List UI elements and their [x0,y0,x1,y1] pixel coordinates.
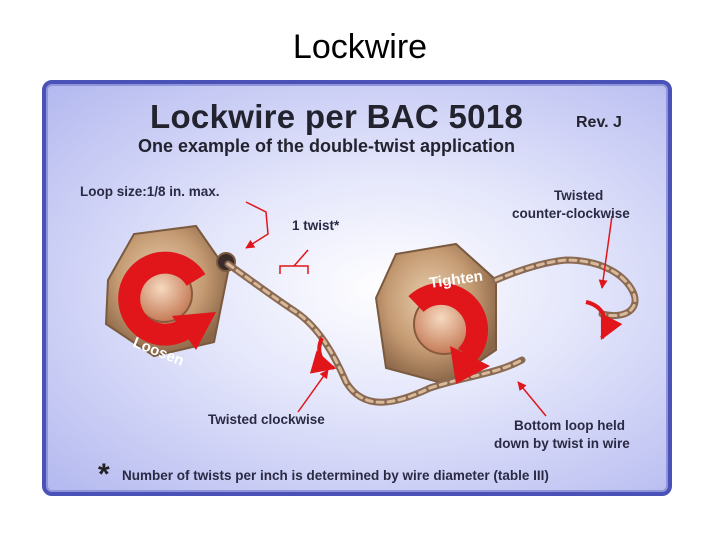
tighten-arrow [408,282,490,384]
twisted-cw-leader [297,369,329,413]
one-twist-label: 1 twist* [292,218,340,233]
lockwire-diagram: Tighten Loosen [104,201,639,417]
bottom-loop-leader [517,381,547,417]
one-twist-bracket [279,265,309,274]
twisted-cw-label: Twisted clockwise [208,412,325,427]
lockwire-figure-panel: Tighten Loosen Lockwire per BAC 5018 Rev… [42,80,672,496]
footnote: Number of twists per inch is determined … [122,468,549,483]
twist-ccw-arrow [585,300,623,341]
twist-cw-arrow [309,337,337,374]
figure-subtitle: One example of the double-twist applicat… [138,136,516,156]
bottom-loop-label-line2: down by twist in wire [494,436,630,451]
bottom-loop-label-line1: Bottom loop held [514,418,625,433]
one-twist-leader [293,249,309,267]
twisted-ccw-label-line2: counter-clockwise [512,206,630,221]
loosen-arrow [118,251,216,350]
figure-title: Lockwire per BAC 5018 [150,98,524,135]
footnote-asterisk: * [98,458,110,491]
slide-title: Lockwire [292,28,428,66]
loop-size-label: Loop size:1/8 in. max. [80,184,220,199]
loop-size-leader [245,201,269,249]
twisted-ccw-label-line1: Twisted [554,188,604,203]
figure-revision: Rev. J [576,114,622,131]
twisted-ccw-leader [598,215,613,289]
